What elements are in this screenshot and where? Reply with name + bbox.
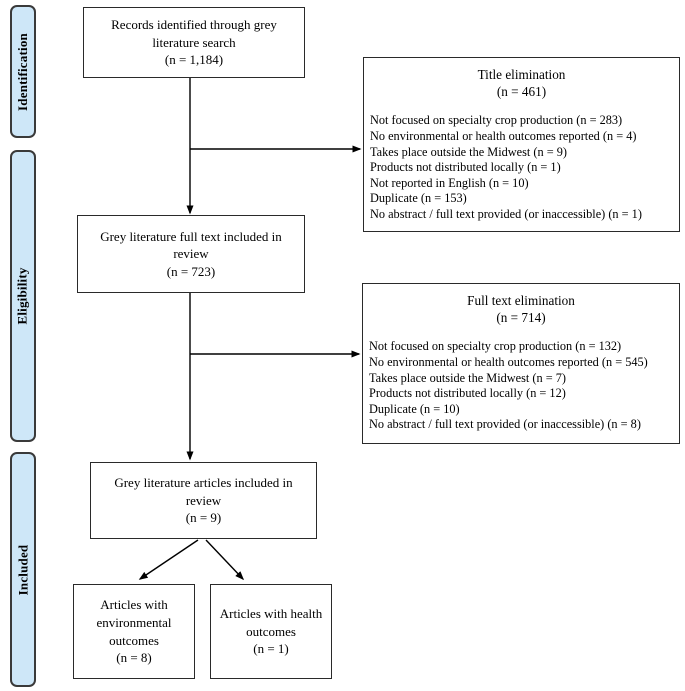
elimination-reason: Duplicate (n = 153) [370,191,467,206]
fulltext-elimination-count: (n = 714) [496,310,546,326]
title-elimination-reasons: Not focused on specialty crop production… [370,113,673,222]
health-outcomes-label: Articles with health outcomes [219,606,323,639]
environmental-outcomes-box: Articles with environmental outcomes (n … [73,584,195,679]
stage-eligibility-label: Eligibility [15,267,31,325]
elimination-reason: Products not distributed locally (n = 12… [369,386,566,401]
elimination-reason: Duplicate (n = 10) [369,401,460,416]
records-identified-label: Records identified through grey literatu… [111,17,277,50]
fulltext-included-count: (n = 723) [166,263,216,279]
title-elimination-count: (n = 461) [496,84,547,100]
elimination-reason: Not focused on specialty crop production… [369,339,622,354]
fulltext-included-box: Grey literature full text included in re… [77,215,305,293]
articles-included-count: (n = 9) [185,510,222,526]
fulltext-elimination-reasons: Not focused on specialty crop production… [369,339,673,433]
elimination-reason: No environmental or health outcomes repo… [370,128,637,143]
elimination-reason: No abstract / full text provided (or ina… [370,206,642,221]
health-outcomes-count: (n = 1) [253,641,289,657]
elimination-reason: Takes place outside the Midwest (n = 7) [369,370,566,385]
stage-identification: Identification [10,5,36,138]
elimination-reason: Products not distributed locally (n = 1) [370,160,561,175]
health-outcomes-box: Articles with health outcomes (n = 1) [210,584,332,679]
title-elimination-title: Title elimination [477,67,566,82]
fulltext-elimination-title: Full text elimination [467,293,575,308]
title-elimination-box: Title elimination (n = 461) Not focused … [363,57,680,232]
records-identified-box: Records identified through grey literatu… [83,7,305,78]
elimination-reason: No environmental or health outcomes repo… [369,354,648,369]
stage-eligibility: Eligibility [10,150,36,442]
fulltext-elimination-box: Full text elimination (n = 714) Not focu… [362,283,680,444]
arrow-to-health-outcomes [205,539,245,581]
elimination-reason: Not focused on specialty crop production… [370,113,623,128]
elimination-reason: No abstract / full text provided (or ina… [369,417,641,432]
elimination-reason: Not reported in English (n = 10) [370,175,529,190]
stage-included: Included [10,452,36,687]
articles-included-box: Grey literature articles included in rev… [90,462,317,539]
articles-included-label: Grey literature articles included in rev… [114,475,293,508]
records-identified-count: (n = 1,184) [164,52,224,68]
stage-included-label: Included [15,544,31,595]
fulltext-included-label: Grey literature full text included in re… [100,228,282,262]
environmental-outcomes-count: (n = 8) [116,650,152,666]
elimination-reason: Takes place outside the Midwest (n = 9) [370,144,567,159]
environmental-outcomes-label: Articles with environmental outcomes [96,597,172,648]
stage-identification-label: Identification [15,32,31,111]
arrow-to-environmental-outcomes [138,539,199,580]
